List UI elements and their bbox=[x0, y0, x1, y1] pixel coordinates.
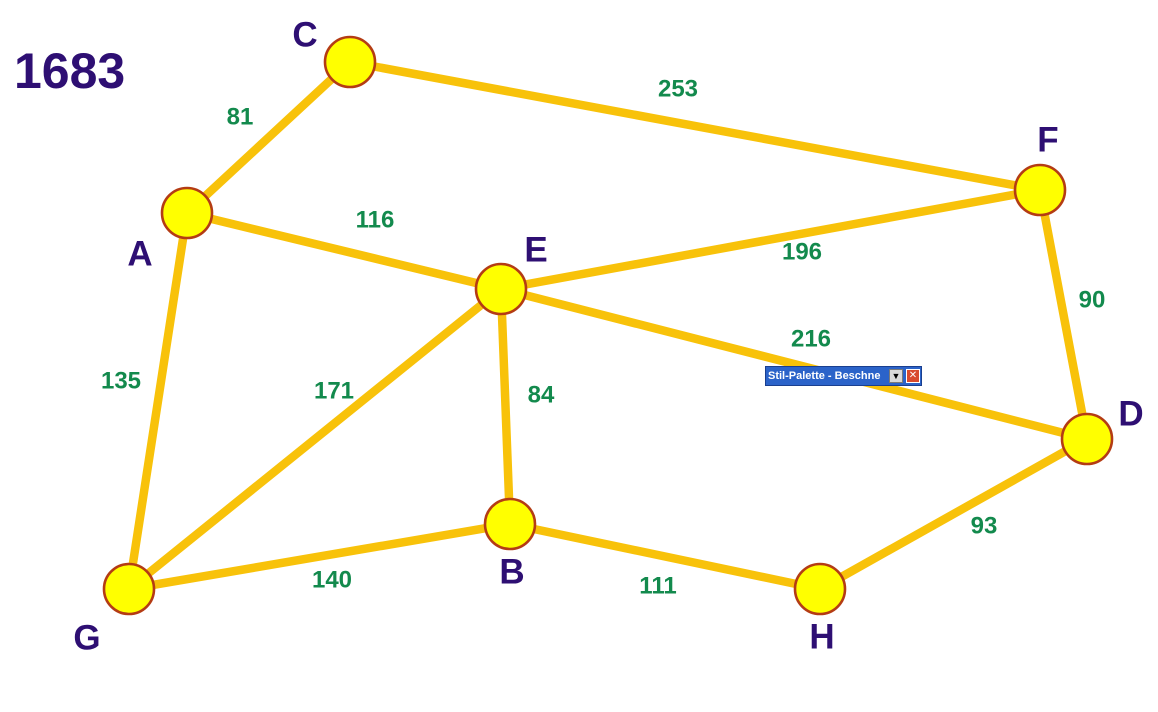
dropdown-arrow-icon[interactable]: ▼ bbox=[889, 369, 903, 383]
edge-weight-e-f: 196 bbox=[782, 238, 822, 265]
node-h bbox=[793, 562, 847, 616]
edge-weight-a-c: 81 bbox=[227, 103, 254, 130]
edge-e-d bbox=[496, 284, 1092, 444]
edge-weight-f-d: 90 bbox=[1079, 286, 1106, 313]
edge-e-f bbox=[496, 185, 1045, 294]
node-label-a: A bbox=[127, 234, 152, 273]
node-label-e: E bbox=[524, 230, 547, 269]
edge-weight-e-g: 171 bbox=[314, 377, 354, 404]
edge-weight-e-b: 84 bbox=[528, 381, 555, 408]
edge-c-f bbox=[345, 57, 1045, 195]
node-label-c: C bbox=[292, 15, 317, 54]
node-e bbox=[474, 262, 528, 316]
edge-a-g bbox=[124, 208, 192, 594]
node-d bbox=[1060, 412, 1114, 466]
edge-weight-a-e: 116 bbox=[356, 206, 395, 233]
node-label-h: H bbox=[809, 617, 834, 656]
edge-h-d bbox=[815, 434, 1092, 594]
node-a bbox=[160, 186, 214, 240]
nodes-layer bbox=[102, 35, 1114, 616]
node-b bbox=[483, 497, 537, 551]
edge-e-b bbox=[496, 284, 515, 529]
close-icon[interactable]: ✕ bbox=[906, 369, 920, 383]
edge-a-e bbox=[182, 208, 506, 294]
edges-layer bbox=[124, 57, 1092, 594]
node-label-g: G bbox=[73, 618, 100, 657]
node-c bbox=[323, 35, 377, 89]
edge-weight-c-f: 253 bbox=[658, 75, 698, 102]
total-weight: 1683 bbox=[14, 43, 126, 99]
node-g bbox=[102, 562, 156, 616]
node-f bbox=[1013, 163, 1067, 217]
node-label-b: B bbox=[499, 552, 524, 591]
edge-weight-a-g: 135 bbox=[101, 367, 141, 394]
style-palette-title: Stil-Palette - Beschne bbox=[768, 370, 881, 382]
node-label-f: F bbox=[1037, 120, 1058, 159]
edge-g-b bbox=[124, 519, 515, 594]
edge-f-d bbox=[1035, 185, 1092, 444]
style-palette-toolbar[interactable]: Stil-Palette - Beschne ▼ ✕ bbox=[765, 366, 922, 386]
edge-e-g bbox=[124, 284, 506, 594]
labels-layer: 253 81 116 196 90 216 135 171 84 140 111 93 A B C D E F G H bbox=[73, 15, 1143, 657]
edge-b-h bbox=[505, 519, 825, 594]
edge-weight-g-b: 140 bbox=[312, 566, 352, 593]
edge-weight-e-d: 216 bbox=[791, 325, 831, 352]
edge-a-c bbox=[182, 57, 355, 218]
edge-weight-b-h: 111 bbox=[639, 572, 676, 599]
node-label-d: D bbox=[1118, 394, 1143, 433]
edge-weight-h-d: 93 bbox=[971, 512, 998, 539]
